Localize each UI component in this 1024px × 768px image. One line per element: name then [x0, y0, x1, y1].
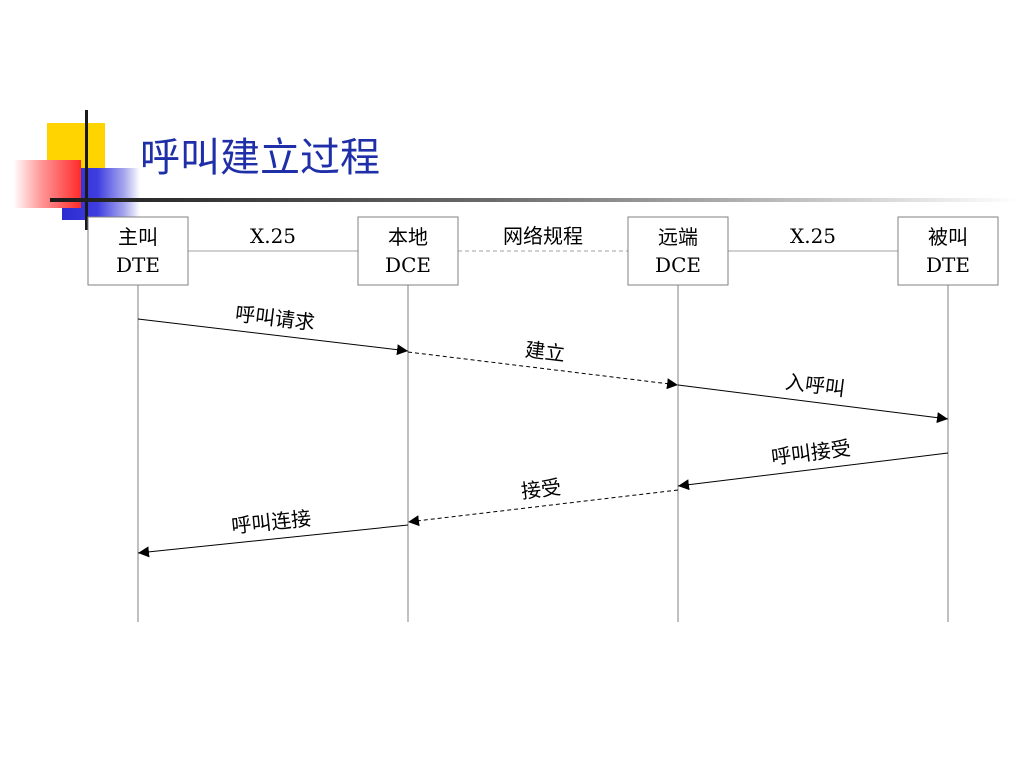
entity-label-calling-dte-line1: 主叫	[118, 225, 158, 249]
message-label-3: 呼叫接受	[770, 436, 852, 470]
message-label-4: 接受	[520, 475, 563, 504]
entity-label-local-dce-line2: DCE	[385, 253, 431, 277]
link-label-1: 网络规程	[503, 224, 583, 248]
link-label-0: X.25	[250, 224, 296, 248]
message-arrow-2	[677, 384, 949, 424]
message-label-1: 建立	[524, 337, 567, 366]
link-label-2: X.25	[790, 224, 836, 248]
entity-box-local-dce: 本地 DCE	[357, 216, 459, 286]
entity-box-called-dte: 被叫 DTE	[897, 216, 999, 286]
entity-label-local-dce-line1: 本地	[388, 225, 428, 249]
entity-label-remote-dce-line1: 远端	[658, 225, 698, 249]
message-arrow-4	[407, 489, 679, 527]
entity-box-remote-dce: 远端 DCE	[627, 216, 729, 286]
message-arrow-3	[677, 452, 949, 491]
entity-label-calling-dte-line2: DTE	[116, 253, 160, 277]
message-label-2: 入呼叫	[784, 369, 847, 400]
entity-label-remote-dce-line2: DCE	[655, 253, 701, 277]
deco-vertical-bar	[85, 110, 88, 230]
entity-label-called-dte-line1: 被叫	[928, 225, 968, 249]
message-arrow-5	[137, 524, 409, 558]
message-arrow-1	[407, 351, 679, 390]
title-divider	[50, 198, 1020, 202]
message-label-5: 呼叫连接	[230, 506, 312, 538]
entity-box-calling-dte: 主叫 DTE	[87, 216, 189, 286]
message-label-0: 呼叫请求	[234, 301, 316, 334]
entity-label-called-dte-line2: DTE	[926, 253, 970, 277]
message-arrow-0	[137, 318, 409, 356]
page-title: 呼叫建立过程	[140, 135, 380, 181]
